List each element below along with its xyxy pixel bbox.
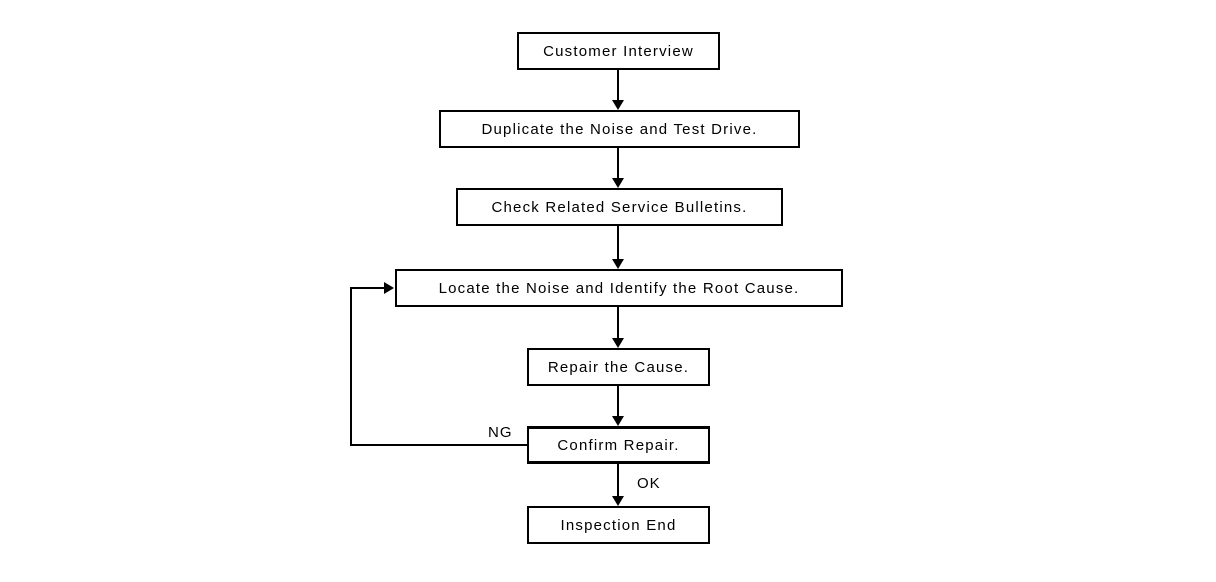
arrowhead-down-icon: [612, 416, 624, 426]
connector-duplicate-to-bulletins: [617, 148, 619, 180]
node-confirm-repair[interactable]: Confirm Repair.: [527, 426, 710, 464]
node-locate-noise[interactable]: Locate the Noise and Identify the Root C…: [395, 269, 843, 307]
arrowhead-down-icon: [612, 259, 624, 269]
node-label-confirm-repair: Confirm Repair.: [557, 436, 680, 454]
node-label-check-bulletins: Check Related Service Bulletins.: [491, 198, 748, 216]
arrowhead-right-icon: [384, 282, 394, 294]
node-repair-cause[interactable]: Repair the Cause.: [527, 348, 710, 386]
arrowhead-down-icon: [612, 338, 624, 348]
connector-ng-return: [350, 287, 385, 289]
node-customer-interview[interactable]: Customer Interview: [517, 32, 720, 70]
node-label-locate-noise: Locate the Noise and Identify the Root C…: [438, 279, 800, 297]
edge-label-ok: OK: [637, 475, 661, 492]
node-check-bulletins[interactable]: Check Related Service Bulletins.: [456, 188, 783, 226]
node-label-repair-cause: Repair the Cause.: [547, 358, 690, 376]
arrowhead-down-icon: [612, 100, 624, 110]
connector-locate-to-repair: [617, 307, 619, 340]
node-duplicate-noise[interactable]: Duplicate the Noise and Test Drive.: [439, 110, 800, 148]
node-label-customer-interview: Customer Interview: [543, 42, 694, 60]
node-label-inspection-end: Inspection End: [560, 516, 677, 534]
connector-repair-to-confirm: [617, 386, 619, 418]
connector-ng-vertical: [350, 288, 352, 446]
connector-confirm-to-end: [617, 464, 619, 496]
node-label-duplicate-noise: Duplicate the Noise and Test Drive.: [481, 120, 758, 138]
connector-bulletins-to-locate: [617, 226, 619, 261]
connector-interview-to-duplicate: [617, 70, 619, 102]
edge-label-ng: NG: [488, 424, 513, 441]
connector-ng-horizontal: [350, 444, 528, 446]
node-inspection-end[interactable]: Inspection End: [527, 506, 710, 544]
arrowhead-down-icon: [612, 496, 624, 506]
arrowhead-down-icon: [612, 178, 624, 188]
